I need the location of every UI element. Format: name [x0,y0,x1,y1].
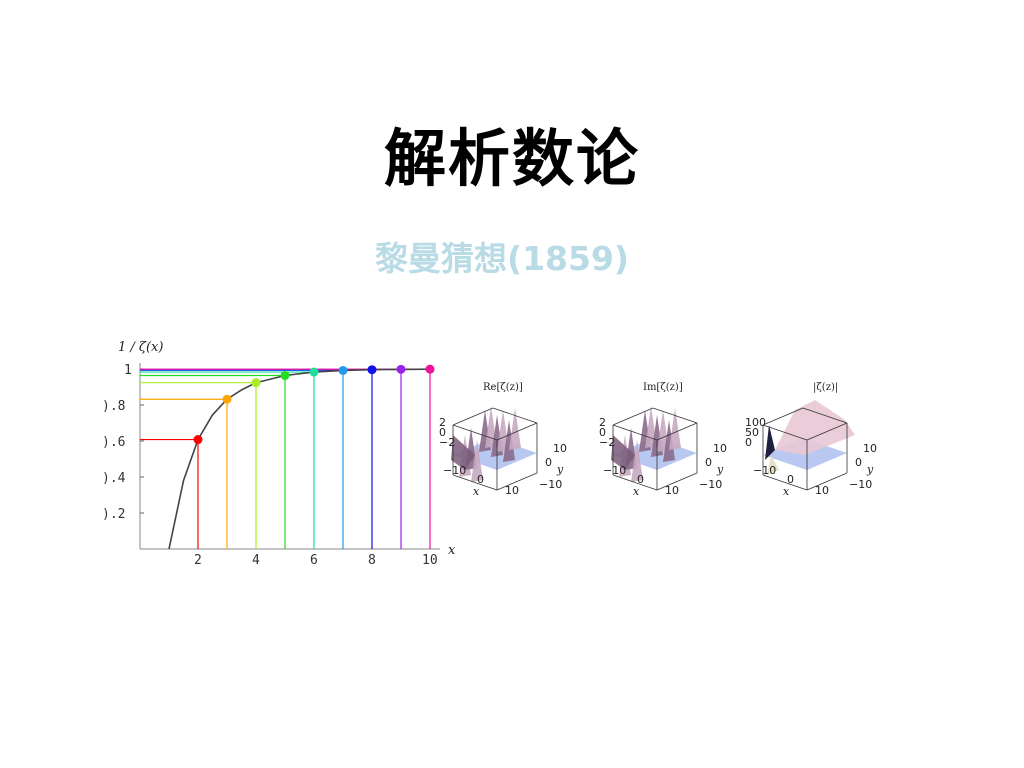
box-edge [496,472,538,491]
y-tick-label: ).6 [102,435,125,450]
zeta-reciprocal-chart: 1 / ζ(x) x 2 4 6 8 10 ).2 ).4 ).6 ).8 1 [102,340,456,568]
x-tick-label: 10 [815,484,829,497]
data-point [367,365,377,375]
surface-title: Re[ζ(z)] [483,382,523,393]
x-axis-label: x [783,485,790,498]
z-tick-label: 0 [745,436,752,449]
surface-spike [503,420,515,462]
x-tick-label: 0 [477,473,484,486]
surface-spike [471,440,483,482]
box-edge [762,407,804,426]
surface-spike [767,455,779,475]
surface-spike [663,420,675,462]
z-tick-label: 100 [745,416,766,429]
z-tick-label: 2 [599,416,606,429]
data-point [338,365,348,375]
surface-spike [765,425,775,460]
z-tick-label: 0 [439,426,446,439]
y-tick-label: ).2 [102,507,125,522]
box-edge [612,424,658,441]
box-edge [452,407,494,426]
box-edge [806,472,848,491]
z-tick-label: 0 [599,426,606,439]
y-tick-label: −10 [699,478,722,491]
surface-spike [509,408,521,450]
data-point [222,394,232,404]
x-tick-label: −10 [443,464,466,477]
data-point [251,378,261,388]
y-axis-label: 1 / ζ(x) [118,340,163,355]
box-edge [762,424,808,441]
box-edge [656,422,698,441]
surface-spike [631,440,643,482]
x-tick-label: −10 [753,464,776,477]
surface-ridge [451,435,475,470]
box-edge [492,407,538,424]
y-tick-label: ).4 [102,471,126,486]
y-tick-label: 0 [545,456,552,469]
surface-spike [669,408,681,450]
x-tick-label: 8 [368,553,376,568]
data-point [425,364,435,374]
x-tick-label: 0 [637,473,644,486]
x-tick-label: −10 [603,464,626,477]
slide-title: 解析数论 [383,122,640,195]
y-tick-label: 10 [713,442,727,455]
y-tick-label: ).8 [102,399,125,414]
x-tick-label: 6 [310,553,318,568]
box-edge [452,424,498,441]
surface-ridge [611,435,635,470]
box-edge [612,474,658,491]
y-tick-label: 10 [553,442,567,455]
surface-peak [775,400,855,455]
box-edge [802,407,848,424]
x-tick-label: 2 [194,553,202,568]
y-axis-label: y [866,463,874,476]
y-tick-label: 10 [863,442,877,455]
data-point [309,367,319,377]
z-tick-label: 50 [745,426,759,439]
data-point [396,364,406,374]
z-tick-label: −2 [599,436,615,449]
x-axis-label: x [473,485,480,498]
y-tick-label: −10 [849,478,872,491]
x-tick-label: 10 [665,484,679,497]
box-edge [652,407,698,424]
data-point [280,370,290,380]
x-axis-label: x [448,543,456,558]
slide-subtitle: 黎曼猜想(1859) [374,239,629,278]
y-axis-label: y [716,463,724,476]
box-edge [612,407,654,426]
surface-title: Im[ζ(z)] [643,382,683,393]
x-axis-label: x [633,485,640,498]
x-tick-label: 4 [252,553,260,568]
box-edge [806,422,848,441]
z-tick-label: 2 [439,416,446,429]
x-tick-label: 0 [787,473,794,486]
data-point [193,435,203,445]
y-tick-label: 0 [705,456,712,469]
surface-title: |ζ(z)| [813,382,838,393]
box-edge [762,474,808,491]
x-tick-label: 10 [505,484,519,497]
box-edge [656,472,698,491]
y-tick-label: 0 [855,456,862,469]
box-edge [496,422,538,441]
z-tick-label: −2 [439,436,455,449]
zeta-reciprocal-curve [168,368,431,550]
box-edge [452,474,498,491]
y-tick-label: 1 [124,363,132,378]
y-axis-label: y [556,463,564,476]
x-tick-label: 10 [422,553,438,568]
y-tick-label: −10 [539,478,562,491]
